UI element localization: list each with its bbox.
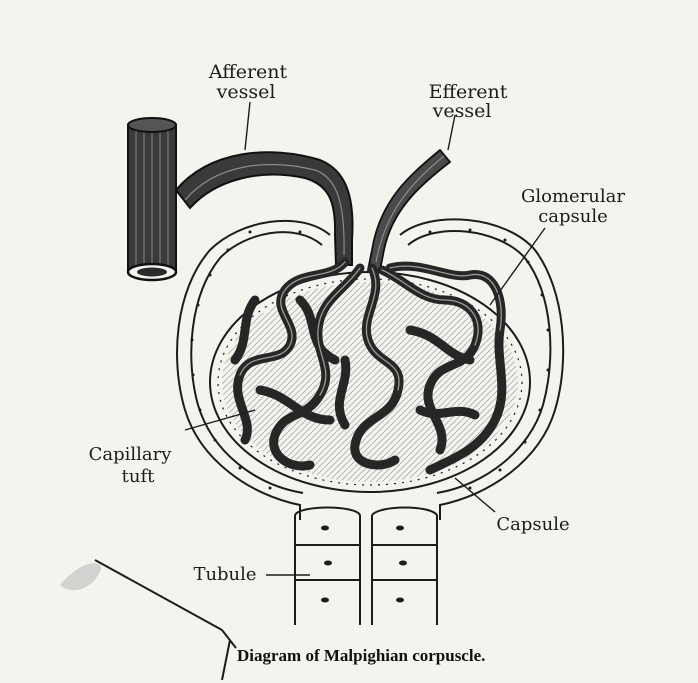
label-afferent-line2: vessel [216,81,276,103]
afferent-vessel [128,118,353,280]
tubule-nuclei [321,526,407,603]
label-tubule: Tubule [193,564,256,585]
label-glomerular-line2: capsule [538,206,608,227]
smudge-mark [60,563,101,590]
label-capillary-line1: Capillary [89,444,173,465]
label-capsule: Capsule [496,514,569,535]
figure-caption: Diagram of Malpighian corpuscle. [237,646,485,665]
label-efferent-line2: vessel [432,100,492,122]
efferent-vessel [368,150,450,270]
label-afferent-line1: Afferent [208,61,288,83]
label-capillary-line2: tuft [122,466,155,487]
tubule [295,508,437,626]
label-glomerular-line1: Glomerular [521,186,625,207]
